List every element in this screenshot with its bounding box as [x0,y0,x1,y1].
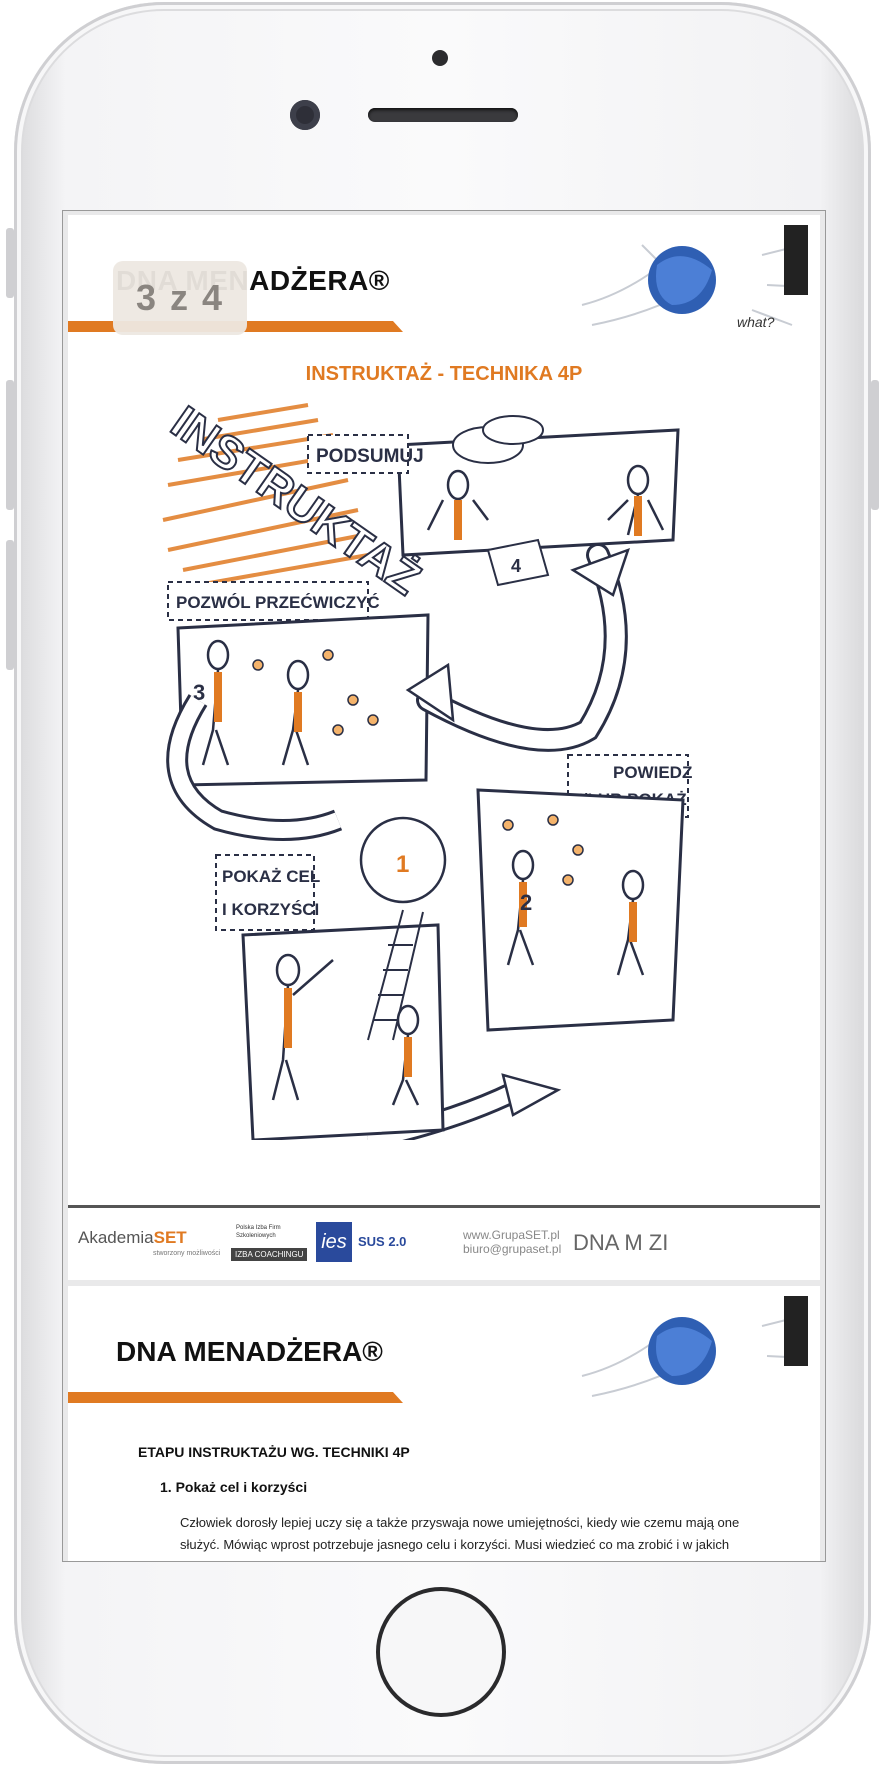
label-pozwol-przecwiczyc: POZWÓL PRZEĆWICZYĆ [176,593,380,612]
earpiece-speaker [368,108,518,122]
doc-header-title-2: DNA MENADŻERA® [116,1336,383,1367]
section-heading: ETAPU INSTRUKTAŻU WG. TECHNIKI 4P [138,1444,410,1460]
home-button[interactable] [376,1587,506,1717]
izba-logo: Polska Izba Firm Szkoleniowych [236,1225,281,1239]
step-number-4: 4 [511,556,521,576]
dna-logo: DNA M ZI [573,1230,669,1255]
pdf-page-3: DNA MENADŻERA® what? INSTRUKTAŻ - TECHNI… [68,215,820,1280]
izba-coachingu-logo: IZBA COACHINGU [231,1248,308,1261]
svg-text:what?: what? [737,314,775,330]
website-link[interactable]: www.GrupaSET.pl [463,1228,560,1242]
label-i-korzysci: I KORZYŚCI [222,900,319,919]
step-number-2: 2 [520,890,532,915]
set-text: SET [153,1228,187,1247]
header-accent-bar-2 [68,1392,403,1403]
akademia-text: Akademia [78,1228,154,1247]
list-item-1: 1. Pokaż cel i korzyści [160,1479,308,1495]
sus-logo: SUS 2.0 [358,1234,407,1249]
volume-down-button [6,540,14,670]
section-title: INSTRUKTAŻ - TECHNIKA 4P [305,363,583,385]
pdf-page-4: DNA MENADŻERA® ETAPU INSTRUKTAŻU WG. TEC… [68,1286,820,1561]
pdf-viewer[interactable]: DNA MENADŻERA® what? INSTRUKTAŻ - TECHNI… [62,210,826,1562]
instruktaz-4p-sketch: INSTRUKTAŻ PODSUMUJ 4 POZWÓL PRZEĆWICZYĆ [161,400,692,1140]
step-number-1: 1 [396,851,409,878]
body-paragraph: Człowiek dorosły lepiej uczy się a także… [180,1515,740,1561]
volume-up-button [6,380,14,510]
front-camera [290,100,320,130]
label-pokaz-cel: POKAŻ CEL [222,867,320,886]
ies-logo: ies [316,1222,352,1262]
sketch-word-instruktaz: INSTRUKTAŻ [162,400,430,605]
lightbulb-illustration: what? [581,225,808,330]
proximity-sensor [432,50,448,66]
page-indicator: 3 z 4 [113,261,247,335]
lightbulb-illustration-2 [581,1296,808,1397]
step-number-3: 3 [193,680,205,705]
label-powiedz: POWIEDZ [613,763,692,782]
power-button [871,380,879,510]
footer-logos: AkademiaSET stworzony możliwości Polska … [68,1220,820,1270]
label-podsumuj: PODSUMUJ [316,446,424,467]
mute-switch [6,228,14,298]
email-link[interactable]: biuro@grupaset.pl [463,1242,562,1256]
footer-divider [68,1205,820,1208]
akademia-subtitle: stworzony możliwości [153,1250,221,1257]
akademia-set-logo: AkademiaSET [78,1228,187,1248]
